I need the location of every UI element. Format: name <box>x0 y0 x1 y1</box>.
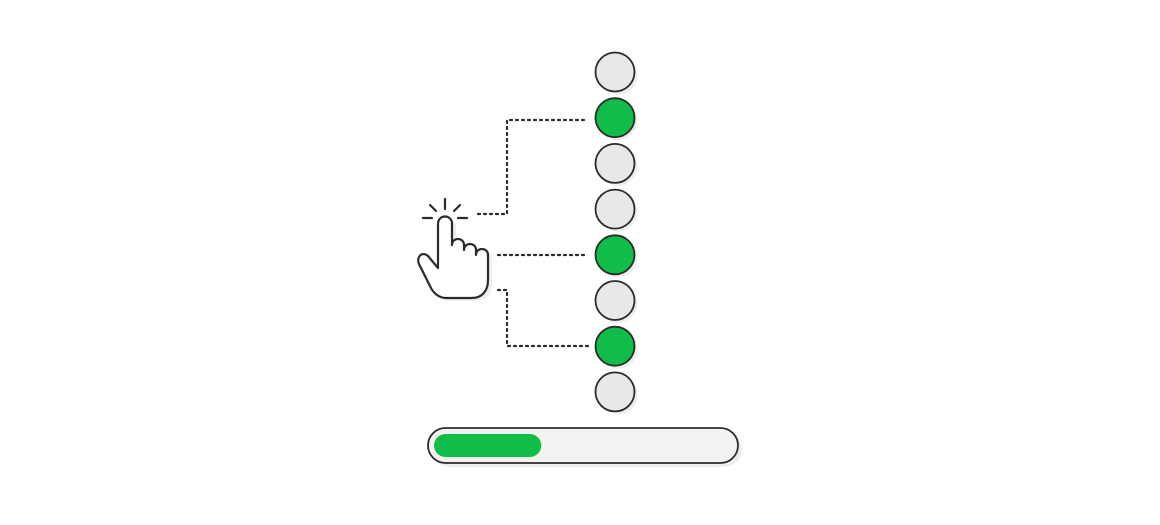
progress-bar <box>427 427 742 467</box>
step-dot-1[interactable] <box>594 51 638 95</box>
step-column <box>594 51 638 415</box>
step-dot-6[interactable] <box>594 280 638 323</box>
connector-lines <box>476 118 590 348</box>
click-ray <box>428 203 438 213</box>
step-dot-8[interactable] <box>594 371 638 415</box>
step-dot-7[interactable] <box>594 325 638 369</box>
click-ray <box>452 203 462 213</box>
step-dot-5[interactable] <box>594 234 638 278</box>
step-dot-3[interactable] <box>594 142 638 186</box>
connector-line-1 <box>476 118 590 216</box>
hand-pointer-click-icon[interactable] <box>417 197 492 301</box>
step-dot-2[interactable] <box>594 97 638 141</box>
progress-fill <box>434 434 542 457</box>
step-dot-4[interactable] <box>594 188 638 232</box>
connector-line-3 <box>496 288 590 348</box>
